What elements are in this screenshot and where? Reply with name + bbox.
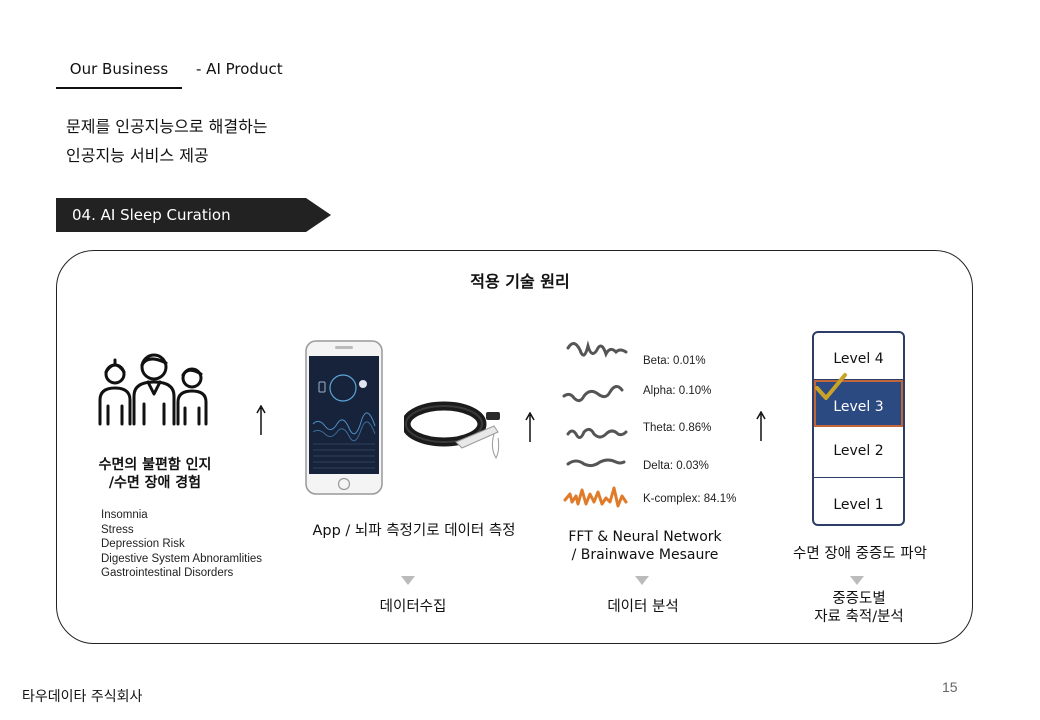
fft-caption-line-2: / Brainwave Mesaure bbox=[571, 547, 719, 563]
severity-caption: 수면 장애 중증도 파악 bbox=[793, 546, 927, 562]
banner-arrow-shape bbox=[306, 198, 331, 232]
k-complex-label: K-complex: 84.1% bbox=[643, 493, 737, 505]
fft-caption-line-1: FFT & Neural Network bbox=[568, 529, 722, 545]
fft-caption: FFT & Neural Network / Brainwave Mesaure bbox=[560, 528, 730, 564]
delta-wave-icon bbox=[566, 458, 626, 468]
symptom-item: Digestive System Abnoramlities bbox=[101, 552, 263, 565]
beta-wave-icon bbox=[566, 340, 628, 358]
checkmark-icon bbox=[815, 373, 847, 400]
theta-label: Theta: 0.86% bbox=[643, 422, 712, 434]
people-title: 수면의 불편함 인지 /수면 장애 경험 bbox=[60, 456, 250, 492]
alpha-wave-icon bbox=[562, 385, 624, 403]
smartphone-app-image bbox=[305, 340, 383, 495]
subtitle-line-2: 인공지능 서비스 제공 bbox=[66, 146, 209, 165]
up-arrow-icon bbox=[525, 412, 535, 442]
step-severity-line-1: 중증도별 bbox=[832, 591, 886, 607]
beta-label: Beta: 0.01% bbox=[643, 355, 706, 367]
up-arrow-icon bbox=[256, 405, 266, 435]
step-severity-analysis: 중증도별 자료 축적/분석 bbox=[786, 590, 932, 626]
page-number: 15 bbox=[942, 679, 958, 695]
level-3-item-selected: Level 3 bbox=[814, 380, 903, 427]
panel-title: 적용 기술 원리 bbox=[470, 272, 570, 291]
symptom-item: Insomnia bbox=[101, 509, 148, 521]
up-arrow-icon bbox=[756, 411, 766, 441]
eeg-headband-image bbox=[404, 401, 500, 460]
step-severity-line-2: 자료 축적/분석 bbox=[814, 609, 904, 625]
tab-our-business[interactable]: Our Business bbox=[69, 60, 169, 78]
severity-level-stack: Level 4 Level 3 Level 2 Level 1 bbox=[812, 331, 905, 526]
people-group-icon bbox=[98, 353, 208, 426]
company-name: 타우데이타 주식회사 bbox=[22, 689, 143, 705]
symptom-list: Insomnia Stress Depression Risk Digestiv… bbox=[101, 508, 262, 581]
symptom-item: Depression Risk bbox=[101, 538, 185, 550]
step-data-collection: 데이터수집 bbox=[379, 599, 447, 615]
down-triangle-icon bbox=[401, 576, 415, 585]
page-subtitle: 문제를 인공지능으로 해결하는 인공지능 서비스 제공 bbox=[66, 112, 268, 170]
level-4-item: Level 4 bbox=[814, 333, 903, 380]
theta-wave-icon bbox=[566, 427, 628, 439]
people-title-line-1: 수면의 불편함 인지 bbox=[98, 457, 212, 473]
down-triangle-icon bbox=[850, 576, 864, 585]
tab-ai-product[interactable]: - AI Product bbox=[196, 60, 283, 78]
principle-panel bbox=[56, 250, 973, 644]
people-title-line-2: /수면 장애 경험 bbox=[108, 475, 202, 491]
app-caption: App / 뇌파 측정기로 데이터 측정 bbox=[312, 523, 516, 539]
delta-label: Delta: 0.03% bbox=[643, 460, 709, 472]
alpha-label: Alpha: 0.10% bbox=[643, 385, 712, 397]
section-banner: 04. AI Sleep Curation bbox=[56, 198, 306, 232]
level-1-item: Level 1 bbox=[833, 497, 884, 513]
k-complex-wave-icon bbox=[563, 486, 628, 508]
symptom-item: Gastrointestinal Disorders bbox=[101, 567, 234, 579]
subtitle-line-1: 문제를 인공지능으로 해결하는 bbox=[66, 117, 268, 136]
active-tab-underline bbox=[56, 87, 182, 89]
step-data-analysis: 데이터 분석 bbox=[607, 599, 679, 615]
level-2-item: Level 2 bbox=[814, 427, 903, 478]
symptom-item: Stress bbox=[101, 523, 134, 536]
down-triangle-icon bbox=[635, 576, 649, 585]
